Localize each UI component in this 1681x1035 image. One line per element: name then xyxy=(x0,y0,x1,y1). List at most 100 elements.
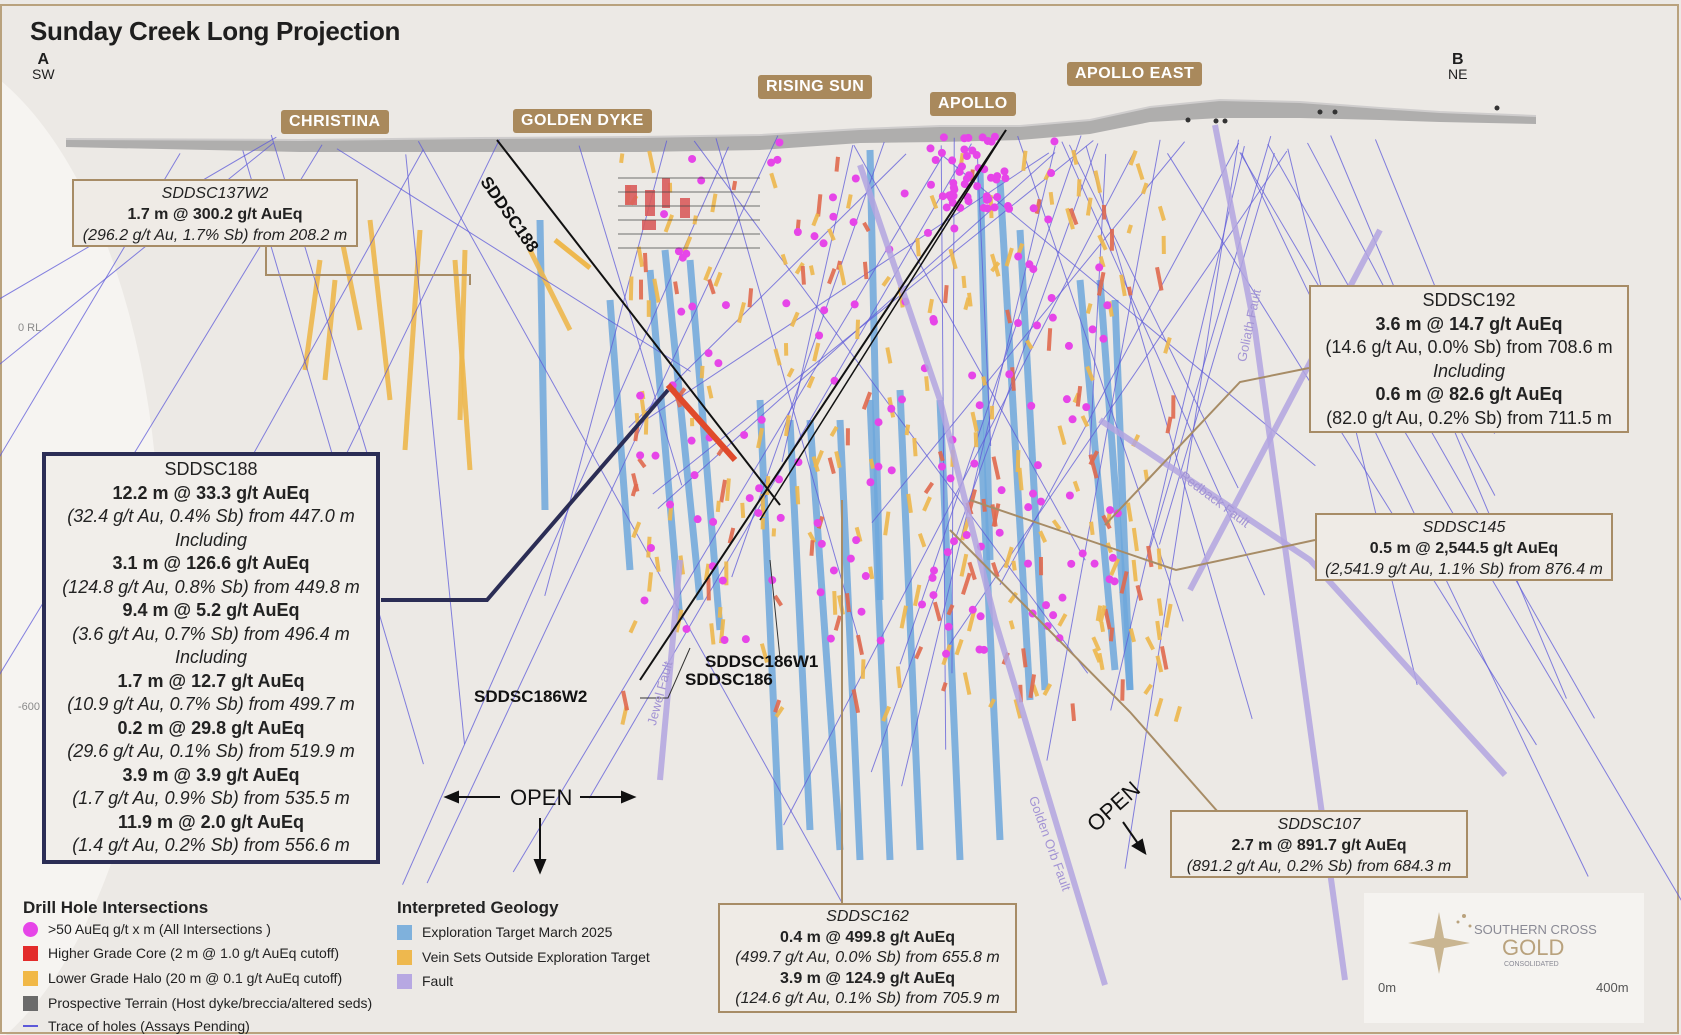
callout-intercept: 11.9 m @ 2.0 g/t AuEq xyxy=(118,811,304,832)
drill-intersection xyxy=(709,623,716,645)
drill-intersection xyxy=(1155,620,1162,641)
high-grade-intersection xyxy=(829,212,838,221)
high-grade-intersection xyxy=(990,132,999,141)
exploration-target-lens xyxy=(806,419,844,851)
callout-intercept: 3.9 m @ 3.9 g/t AuEq xyxy=(122,764,300,785)
drill-intersection xyxy=(1128,628,1137,643)
drill-intersection xyxy=(673,281,680,295)
historic-working xyxy=(680,198,690,218)
drill-intersection xyxy=(1057,425,1067,446)
high-grade-intersection xyxy=(1065,491,1074,500)
drill-intersection xyxy=(970,411,979,433)
drill-intersection xyxy=(827,228,836,242)
drill-intersection xyxy=(937,450,945,462)
drill-intersection xyxy=(1076,179,1082,197)
high-grade-intersection xyxy=(754,508,763,517)
drill-trace xyxy=(853,144,1086,561)
high-grade-intersection xyxy=(682,624,691,633)
high-grade-intersection xyxy=(950,537,959,546)
drill-intersection xyxy=(1131,527,1139,552)
callout-assay-detail: (82.0 g/t Au, 0.2% Sb) from 711.5 m xyxy=(1326,407,1612,428)
high-grade-intersection xyxy=(950,224,959,233)
legend-swatch-magenta-circle-icon xyxy=(23,921,38,937)
callout-leaders xyxy=(265,240,1316,903)
drill-intersection xyxy=(773,699,782,713)
section-end-a-letter: A xyxy=(37,51,50,68)
high-grade-intersection xyxy=(866,478,875,487)
high-grade-intersection xyxy=(660,210,669,219)
high-grade-intersection xyxy=(636,451,645,460)
drill-intersection xyxy=(1157,205,1166,222)
drill-intersection xyxy=(1164,603,1173,628)
intercept-sddsc188-upper xyxy=(553,238,592,270)
section-end-b: B NE xyxy=(1448,52,1467,82)
drill-intersection xyxy=(639,399,647,418)
high-grade-intersection xyxy=(976,612,985,621)
drill-trace xyxy=(1046,139,1161,761)
exploration-target-lens xyxy=(756,399,784,851)
callout-hole-id: SDDSC162 xyxy=(826,908,909,925)
legend-item-label: Exploration Target March 2025 xyxy=(422,924,613,940)
drill-intersection xyxy=(809,540,815,556)
drill-intersection xyxy=(862,221,871,233)
high-grade-intersection xyxy=(687,436,696,445)
exploration-target-lens xyxy=(996,179,1034,701)
drill-intersection xyxy=(1119,570,1129,594)
scale-start-label: 0m xyxy=(1378,980,1397,995)
high-grade-intersection xyxy=(1058,593,1067,602)
high-grade-intersection xyxy=(887,466,896,475)
high-grade-intersection xyxy=(1068,415,1077,424)
high-grade-intersection xyxy=(697,176,706,185)
intercept-sddsc188 xyxy=(665,383,738,462)
drill-intersection xyxy=(1155,655,1164,673)
high-grade-intersection xyxy=(1000,167,1009,176)
exploration-target-lens xyxy=(1016,229,1049,691)
legend-swatch-grey-square-icon xyxy=(23,995,38,1011)
drill-trace xyxy=(783,152,1135,826)
high-grade-intersection xyxy=(829,566,838,575)
high-grade-intersection xyxy=(874,462,883,471)
scale-end-label: 400m xyxy=(1596,980,1629,995)
high-grade-intersection xyxy=(817,539,826,548)
logo-line-1: SOUTHERN CROSS xyxy=(1474,922,1597,937)
drill-intersection xyxy=(1131,559,1138,582)
high-grade-intersection xyxy=(997,486,1006,495)
drill-intersection xyxy=(1057,613,1068,627)
drill-intersection xyxy=(927,298,934,314)
drill-intersection xyxy=(816,194,823,217)
high-grade-intersection xyxy=(741,635,750,644)
high-grade-intersection xyxy=(693,515,702,524)
drill-intersection xyxy=(800,265,806,285)
high-grade-intersection xyxy=(688,154,697,163)
legend-item-label: Fault xyxy=(422,973,454,989)
high-grade-intersection xyxy=(1047,169,1056,178)
high-grade-intersection xyxy=(938,192,947,201)
drill-trace xyxy=(588,143,972,799)
leader-sddsc145 xyxy=(969,499,1316,572)
callout-intercept: 3.9 m @ 124.9 g/t AuEq xyxy=(779,969,956,987)
drill-intersection xyxy=(1109,558,1121,576)
high-grade-intersection xyxy=(1032,321,1041,330)
drill-intersection xyxy=(943,285,949,304)
high-grade-intersection xyxy=(1029,204,1038,213)
callout-assay-detail: (29.6 g/t Au, 0.1% Sb) from 519.9 m xyxy=(67,741,355,761)
drill-intersection xyxy=(827,457,836,475)
drill-intersection xyxy=(1051,519,1062,531)
drill-intersection xyxy=(719,479,727,503)
drill-intersection xyxy=(883,511,891,536)
legend-item-exploration-target: Exploration Target March 2025 xyxy=(397,924,612,940)
drill-intersection xyxy=(1120,679,1125,701)
drill-intersection xyxy=(727,527,736,544)
high-grade-intersection xyxy=(982,192,991,201)
drill-intersection xyxy=(1003,546,1014,569)
drill-intersection xyxy=(1145,636,1155,651)
legend-item-fault: Fault xyxy=(397,973,453,989)
drill-intersection xyxy=(628,619,638,634)
callout-assay-detail: (1.4 g/t Au, 0.2% Sb) from 556.6 m xyxy=(72,835,350,855)
drill-intersection xyxy=(715,500,721,513)
drill-intersection xyxy=(1098,255,1106,268)
drill-trace xyxy=(1068,144,1239,489)
drill-trace xyxy=(631,152,1050,430)
drill-intersection xyxy=(1097,652,1105,671)
